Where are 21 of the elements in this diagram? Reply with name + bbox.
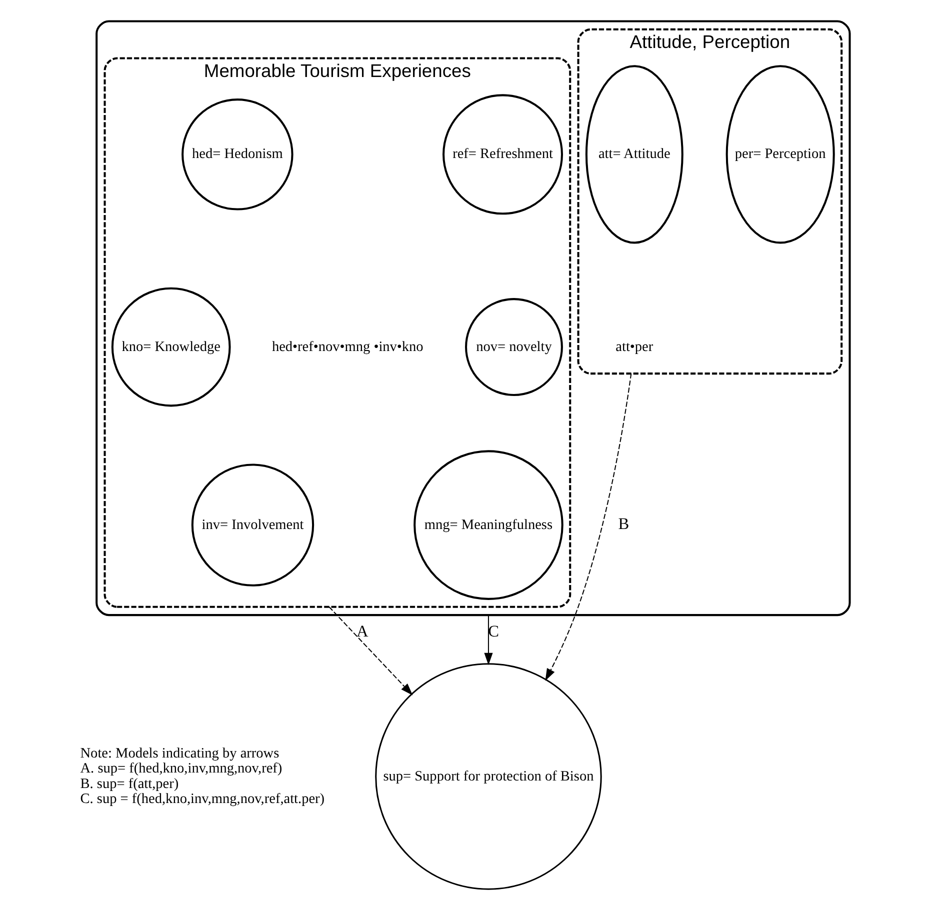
label: B. sup= f(att,per) — [80, 775, 178, 792]
node-circle: mng= Meaningfulness — [413, 450, 563, 600]
edge-label: A — [356, 620, 368, 640]
node-ellipse: att= Attitude — [584, 64, 683, 244]
node-circle: inv= Involvement — [190, 463, 314, 586]
label: A. sup= f(hed,kno,inv,mng,nov,ref) — [80, 760, 282, 776]
node-ellipse: per= Perception — [725, 64, 834, 244]
label: C. sup = f(hed,kno,inv,mng,nov,ref,att.per) — [80, 790, 324, 807]
node-circle: nov= novelty — [464, 298, 562, 396]
node-circle: hed= Hedonism — [181, 98, 293, 210]
node-text: hed•ref•nov•mng •inv•kno — [271, 338, 423, 354]
edge-label: B — [618, 513, 629, 532]
node-circle: kno= Knowledge — [110, 286, 230, 406]
label: Note: Models indicating by arrows — [80, 744, 279, 761]
cluster — [95, 20, 850, 616]
node-circle: ref= Refreshment — [442, 94, 562, 214]
arrow — [484, 614, 492, 665]
node-text: att•per — [615, 338, 653, 354]
node-circle: sup= Support for protection of Bison — [374, 662, 602, 890]
arrow — [544, 373, 632, 680]
arrow — [328, 606, 412, 695]
